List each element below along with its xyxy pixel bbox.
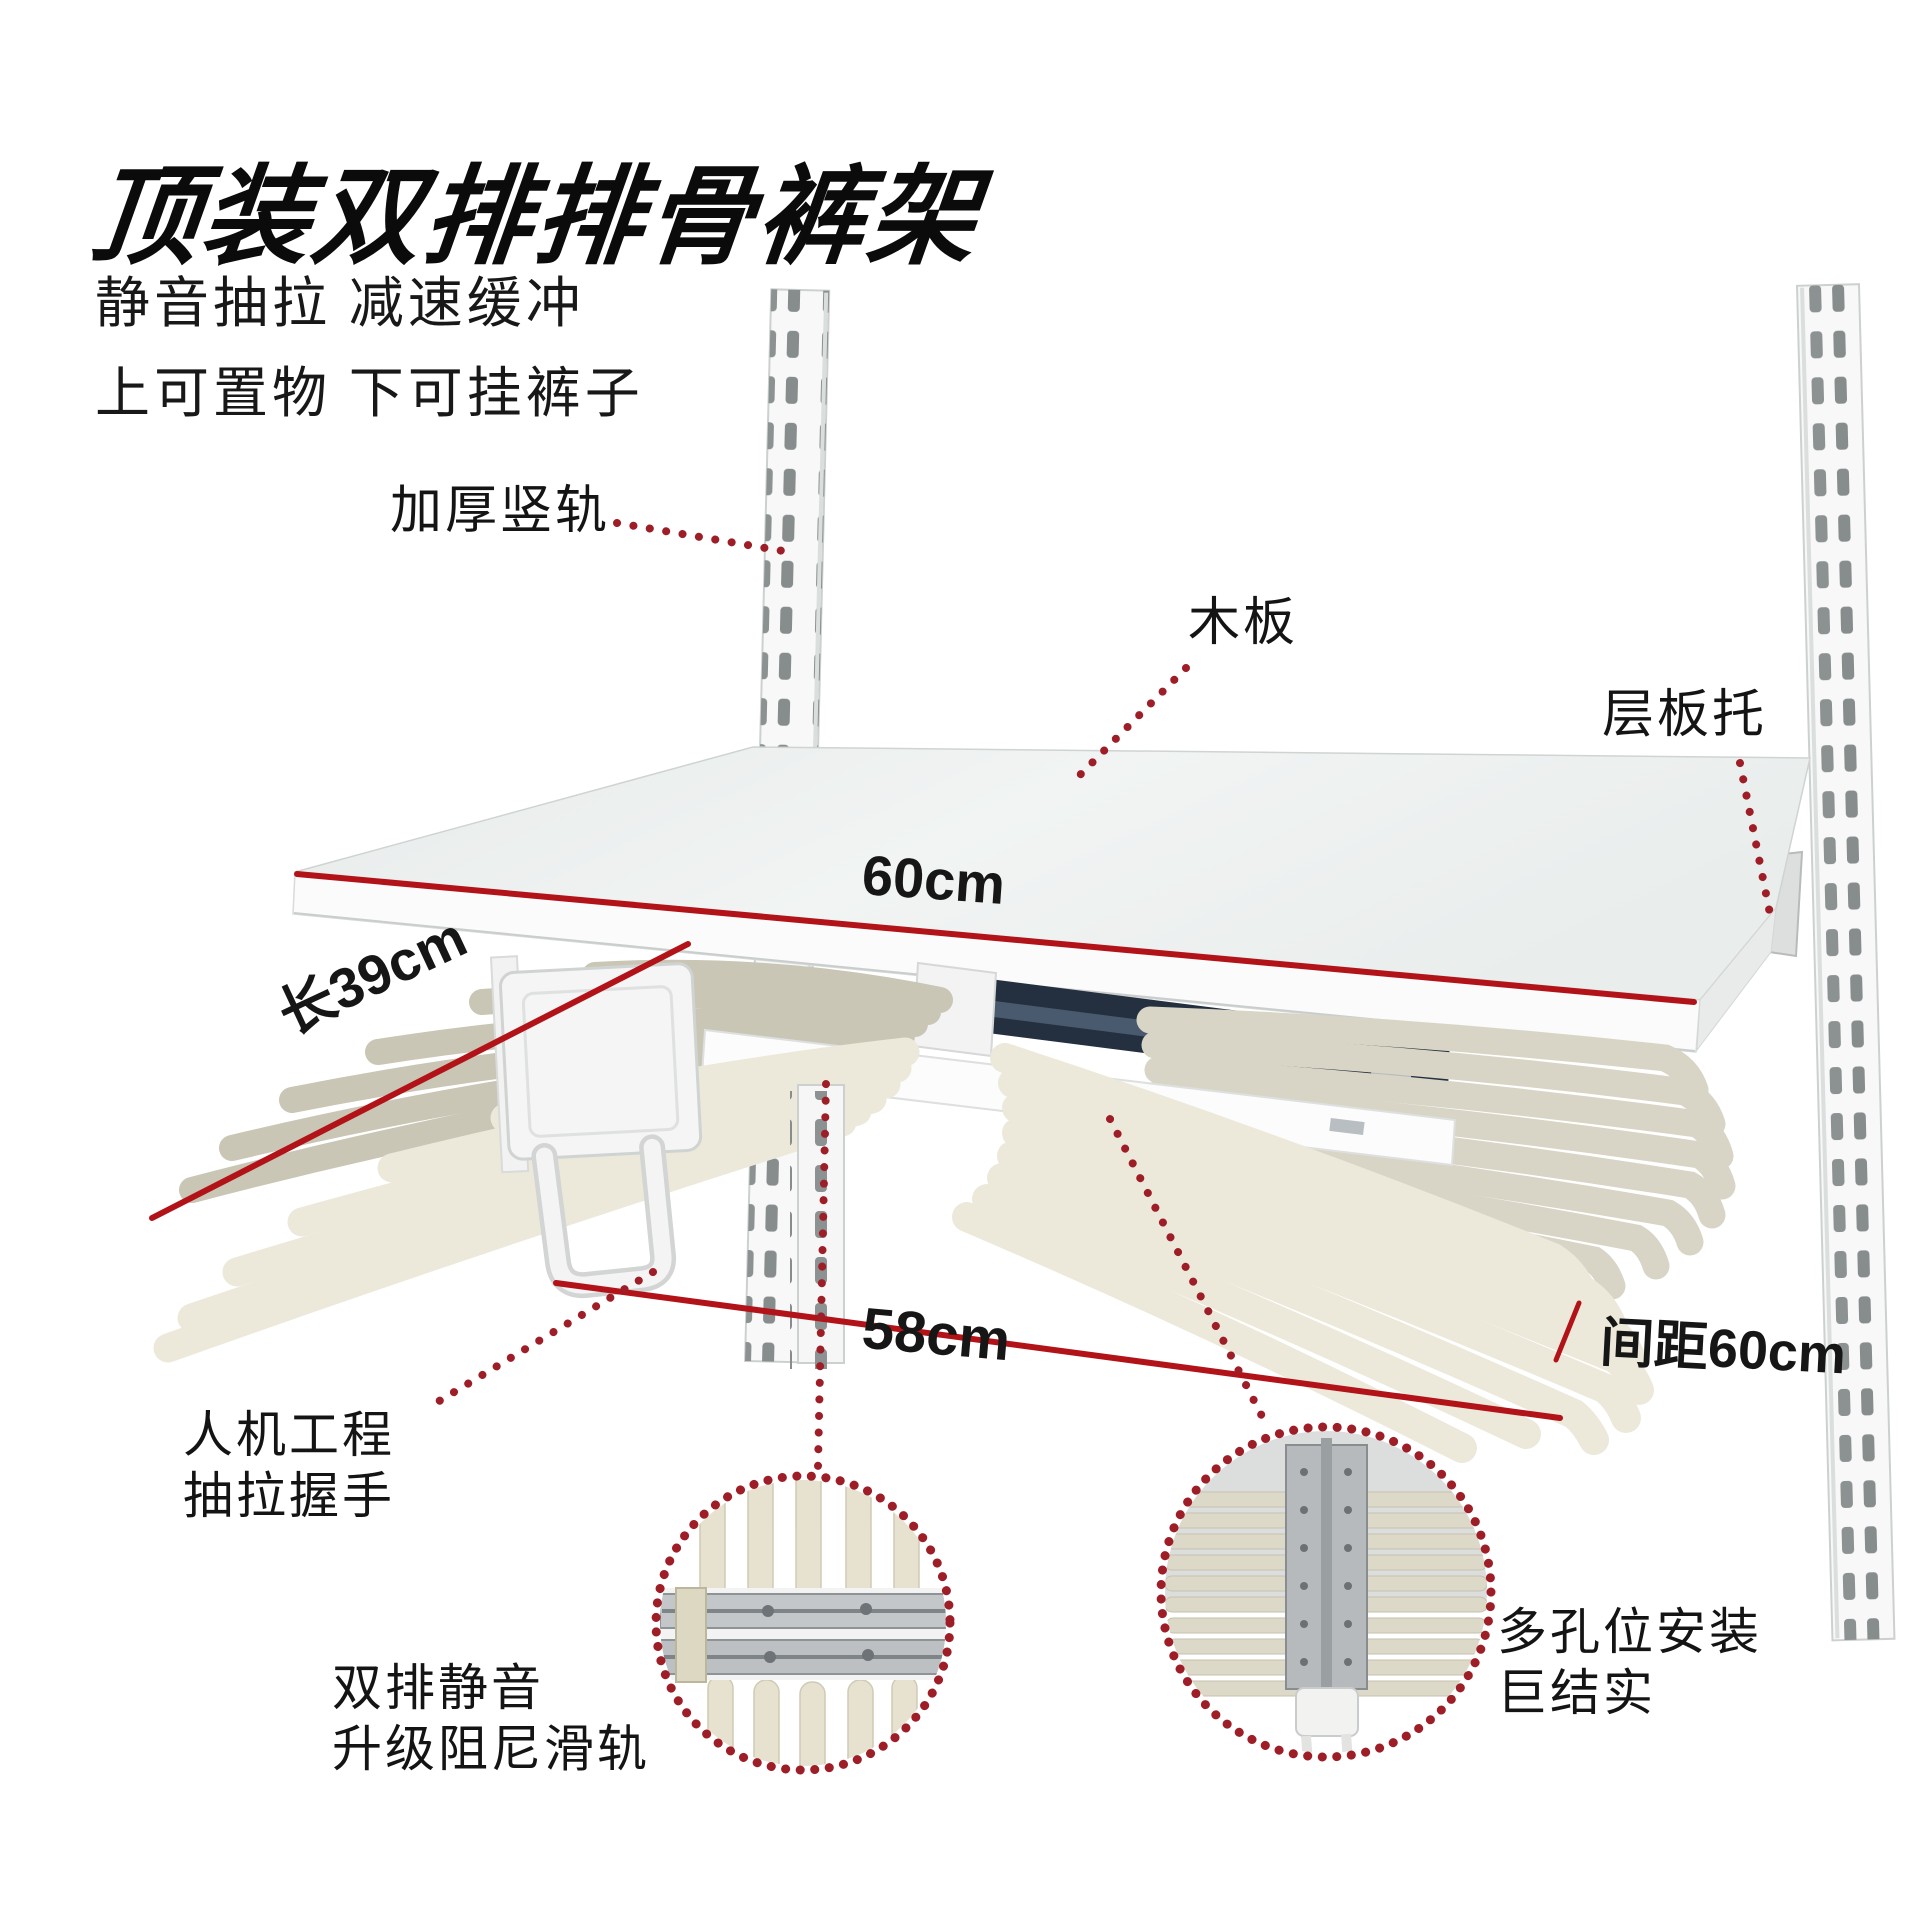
callout-shelf-bracket: 层板托	[1602, 687, 1768, 744]
right-vertical-rail	[1795, 283, 1896, 1642]
callout-vertical-rail: 加厚竖轨	[390, 483, 611, 540]
leader-vertical-rail	[613, 519, 787, 555]
pants-arm	[1141, 1031, 1726, 1138]
lower-right-arm-fan	[952, 1043, 1654, 1463]
shelf-board	[292, 746, 1811, 1053]
dimension-line-39cm	[149, 941, 691, 1221]
dimension-board-width: 60cm	[860, 843, 1008, 916]
callout-handle-line2: 抽拉握手	[183, 1468, 395, 1524]
dimension-line-58cm	[553, 1280, 1563, 1421]
callout-mounting-line2: 巨结实	[1497, 1665, 1656, 1721]
pants-arm	[987, 1163, 1609, 1455]
callout-board: 木板	[1188, 595, 1299, 652]
subtitle-line-2: 上可置物 下可挂裤子	[95, 363, 644, 424]
callout-slide-line1: 双排静音	[332, 1660, 544, 1716]
dimension-pullout: 58cm	[859, 1295, 1013, 1374]
callout-handle: 人机工程 抽拉握手	[183, 1405, 395, 1527]
pants-arm	[1144, 1056, 1734, 1170]
pants-arm	[972, 1184, 1541, 1449]
leader-slide-inset	[814, 1080, 830, 1470]
dimension-line-60cm	[294, 871, 1697, 1005]
dimension-lines	[149, 871, 1697, 1421]
detail-inset-mounting	[1156, 1422, 1496, 1762]
dimension-tick-spacing	[1553, 1300, 1582, 1363]
pants-arm	[990, 1043, 1597, 1307]
callout-slide-line2: 升级阻尼滑轨	[332, 1721, 650, 1777]
leader-board	[1072, 664, 1190, 783]
subtitle-line-1: 静音抽拉 减速缓冲	[95, 273, 585, 334]
callout-handle-line1: 人机工程	[183, 1407, 395, 1463]
pants-arm	[997, 1141, 1641, 1433]
callout-slide: 双排静音 升级阻尼滑轨	[332, 1658, 650, 1780]
detail-inset-slides	[651, 1471, 955, 1775]
leader-shelf-bracket	[1736, 759, 1775, 923]
callout-mounting: 多孔位安装 巨结实	[1497, 1602, 1762, 1724]
pants-arm	[998, 1068, 1627, 1341]
callout-mounting-line1: 多孔位安装	[1497, 1604, 1762, 1660]
leader-handle	[427, 1268, 657, 1410]
pants-arm	[153, 1107, 857, 1363]
pants-arm	[1136, 1006, 1709, 1104]
inset-rod	[699, 1480, 920, 1766]
leader-lines	[427, 519, 1775, 1470]
pants-arm	[1002, 1093, 1646, 1373]
left-vertical-rail-lower	[790, 1084, 845, 1369]
dimension-spacing: 间距60cm	[1598, 1312, 1848, 1386]
